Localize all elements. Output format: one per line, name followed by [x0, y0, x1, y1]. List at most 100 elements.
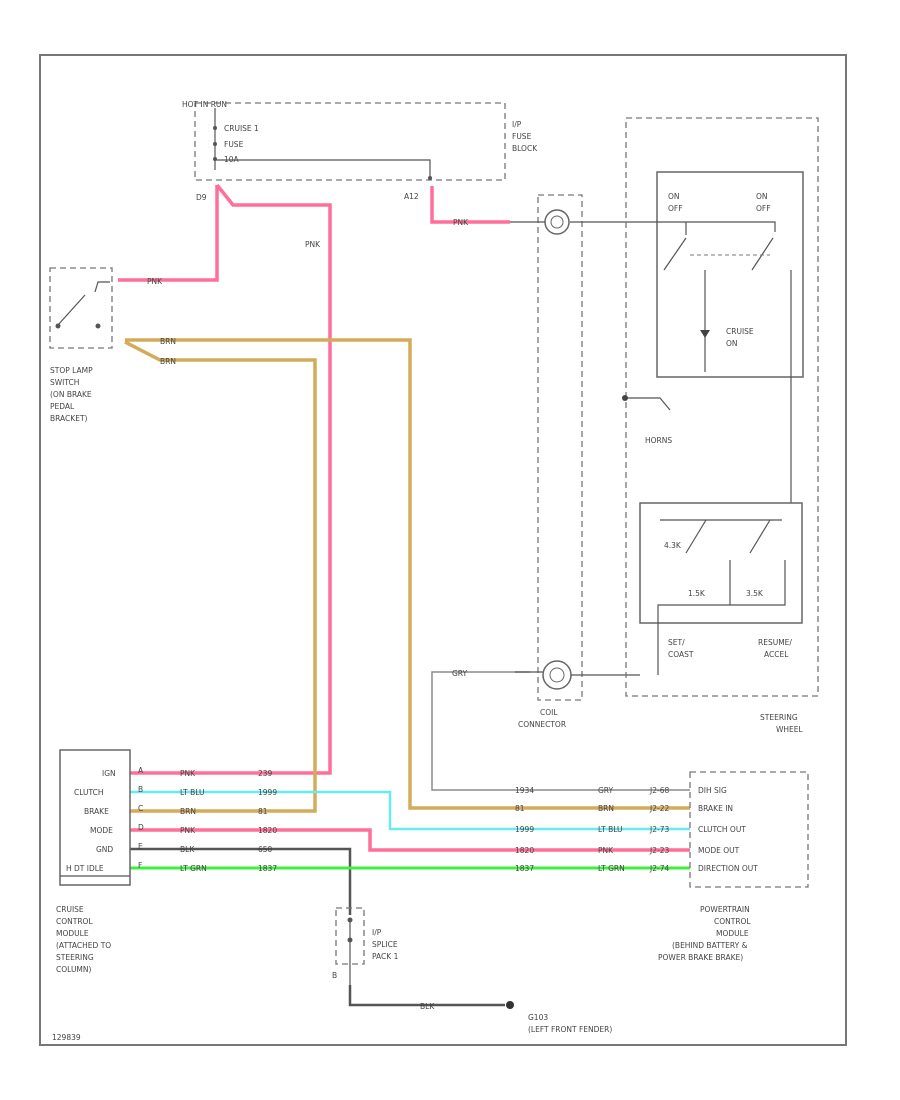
lbl-brn-top: BRN	[160, 337, 176, 346]
sw-resume-2: ACCEL	[764, 650, 789, 659]
sw-resume-1: RESUME/	[758, 638, 792, 647]
stop-lamp-name-4: PEDAL	[50, 402, 75, 411]
steering-name-1: STEERING	[760, 713, 798, 722]
ccm-name-4: (ATTACHED TO	[56, 941, 111, 950]
ccm-letter-a: A	[138, 766, 144, 775]
fuse-block-name-1: I/P	[512, 120, 522, 129]
lbl-pnk-stoplamp: PNK	[147, 277, 163, 286]
ccm-letter-d: D	[138, 823, 144, 832]
sw-on-b: ON	[756, 192, 768, 201]
pcm-pin-mode: MODE OUT	[698, 846, 740, 855]
ground-point: G103 (LEFT FRONT FENDER)	[506, 1001, 612, 1034]
diagram-frame	[39, 54, 847, 1046]
stop-lamp-switch: STOP LAMP SWITCH (ON BRAKE PEDAL BRACKET…	[49, 267, 113, 423]
ccm-name-3: MODULE	[56, 929, 89, 938]
ccm-letter-e: E	[138, 842, 143, 851]
pcm-id-3: J2-73	[649, 825, 669, 834]
pcm-circuit-brn: 81	[515, 804, 525, 813]
pcm-pin-brake: BRAKE IN	[698, 804, 733, 813]
splice-name-3: PACK 1	[372, 952, 399, 961]
steering-wheel: ON OFF ON OFF CRUISE ON HORNS 4.3K 1.5K …	[622, 117, 819, 734]
lbl-gry-coil: GRY	[452, 669, 468, 678]
ccm-color-blk: BLK	[180, 845, 195, 854]
ccm-name-2: CONTROL	[56, 917, 93, 926]
fuse-line-1: CRUISE 1	[224, 124, 259, 133]
pcm-id-2: J2-22	[649, 804, 669, 813]
ccm-circuit-pnk2: 1820	[258, 826, 277, 835]
pcm-id-1: J2-68	[649, 786, 669, 795]
ccm-circuit-ltblu: 1999	[258, 788, 277, 797]
stop-lamp-name-5: BRACKET)	[50, 414, 88, 423]
fuse-block: HOT IN RUN CRUISE 1 FUSE 10A I/P FUSE BL…	[182, 100, 538, 202]
ground-icon	[506, 1001, 514, 1009]
sw-horns: HORNS	[645, 436, 672, 445]
sw-set-1: SET/	[668, 638, 685, 647]
splice-pack: I/P SPLICE PACK 1 B	[332, 907, 399, 985]
stop-lamp-name-3: (ON BRAKE	[50, 390, 92, 399]
wire-pnk-ign	[130, 183, 332, 775]
ground-location: (LEFT FRONT FENDER)	[528, 1025, 612, 1034]
coil-name-2: CONNECTOR	[518, 720, 566, 729]
sw-r1: 4.3K	[664, 541, 682, 550]
ccm-name-1: CRUISE	[56, 905, 84, 914]
pcm-id-5: J2-74	[649, 864, 669, 873]
wire-pnk-horn	[430, 186, 510, 224]
coil-connector: COIL CONNECTOR	[510, 194, 640, 729]
sw-r2: 1.5K	[688, 589, 706, 598]
wire-blk-gnd	[130, 847, 352, 915]
coil-name-1: COIL	[540, 708, 558, 717]
sw-cruise-on-2: ON	[726, 339, 738, 348]
ccm-letter-f: F	[138, 861, 142, 870]
lbl-pnk-vertical: PNK	[305, 240, 321, 249]
pcm-color-ltblu: LT BLU	[598, 825, 623, 834]
ccm-color-ltblu: LT BLU	[180, 788, 205, 797]
fuse-block-name-3: BLOCK	[512, 144, 538, 153]
ccm-pin-clutch: CLUTCH	[74, 788, 104, 797]
wire-gry-dih	[431, 671, 690, 791]
ccm-name-5: STEERING	[56, 953, 94, 962]
sw-cruise-on-1: CRUISE	[726, 327, 754, 336]
pcm-pin-clutch: CLUTCH OUT	[698, 825, 746, 834]
pcm-name-2: CONTROL	[714, 917, 751, 926]
wire-blk-ground	[348, 985, 505, 1007]
pcm-pin-direction: DIRECTION OUT	[698, 864, 758, 873]
splice-pin: B	[332, 971, 337, 980]
ccm-circuit-brn: 81	[258, 807, 268, 816]
fuse-pin-left: D9	[196, 193, 207, 202]
sw-set-2: COAST	[668, 650, 694, 659]
ccm-pin-mode: MODE	[90, 826, 113, 835]
splice-name-2: SPLICE	[372, 940, 398, 949]
fuse-line-2: FUSE	[224, 140, 244, 149]
ccm-name-6: COLUMN)	[56, 965, 92, 974]
ccm-letter-c: C	[138, 804, 143, 813]
ccm-letter-b: B	[138, 785, 143, 794]
ccm-color-pnk2: PNK	[180, 826, 196, 835]
ccm-circuit-blk: 650	[258, 845, 273, 854]
pcm-color-brn: BRN	[598, 804, 614, 813]
pcm-name-3: MODULE	[716, 929, 749, 938]
fuse-block-name-2: FUSE	[512, 132, 532, 141]
sw-on-a: ON	[668, 192, 680, 201]
steering-name-2: WHEEL	[776, 725, 804, 734]
ccm-pin-ign: IGN	[102, 769, 116, 778]
pcm-name-1: POWERTRAIN	[700, 905, 750, 914]
pcm-name-4: (BEHIND BATTERY &	[672, 941, 748, 950]
pcm-name-5: POWER BRAKE BRAKE)	[658, 953, 743, 962]
sw-off-b: OFF	[756, 204, 771, 213]
ccm-color-pnk: PNK	[180, 769, 196, 778]
ccm-circuit-ltgrn: 1837	[258, 864, 277, 873]
wire-pnk-mode	[130, 828, 690, 852]
powertrain-control-module: DIH SIG BRAKE IN CLUTCH OUT MODE OUT DIR…	[649, 771, 809, 962]
cruise-control-module: IGN CLUTCH BRAKE MODE GND H DT IDLE A B …	[56, 749, 144, 974]
lbl-blk-ground: BLK	[420, 1002, 435, 1011]
wire-brn-ccm	[124, 340, 317, 813]
fuse-hot-label: HOT IN RUN	[182, 100, 227, 109]
pcm-id-4: J2-23	[649, 846, 669, 855]
wire-brn-pcm	[125, 338, 690, 810]
ccm-pin-idle: H DT IDLE	[66, 864, 104, 873]
splice-name-1: I/P	[372, 928, 382, 937]
pcm-color-ltgrn: LT GRN	[598, 864, 625, 873]
stop-lamp-name-2: SWITCH	[50, 378, 79, 387]
ccm-color-ltgrn: LT GRN	[180, 864, 207, 873]
